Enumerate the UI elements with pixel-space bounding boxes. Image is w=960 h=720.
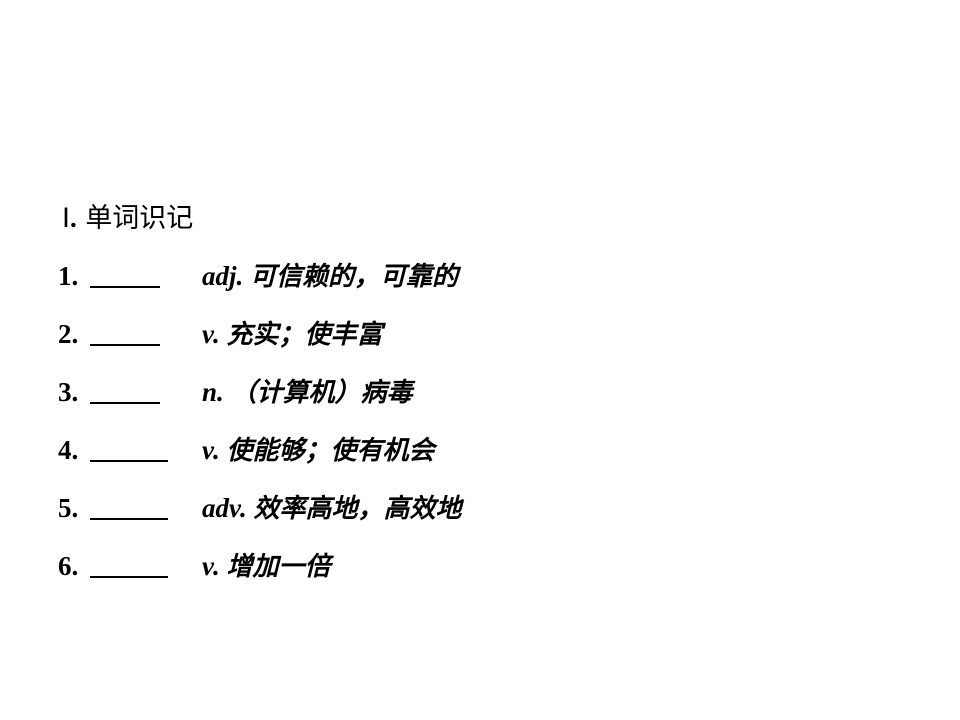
item-number: 5. [58, 493, 79, 523]
item-number: 3. [58, 377, 79, 407]
part-of-speech: adv. 效率高地，高效地 [202, 493, 462, 524]
answer-blank[interactable] [90, 518, 168, 520]
answer-blank[interactable] [90, 576, 168, 578]
answer-blank[interactable] [90, 460, 168, 462]
item-number: 6. [58, 551, 79, 581]
answer-blank[interactable] [90, 286, 160, 288]
part-of-speech: v. 使能够；使有机会 [202, 435, 435, 466]
answer-blank[interactable] [90, 344, 160, 346]
part-of-speech: n. （计算机）病毒 [202, 377, 413, 408]
vocab-list: 1. adj. 可信赖的，可靠的 2. v. 充实；使丰富 3. n. （计算机… [58, 256, 938, 604]
word-meaning: 可信赖的，可靠的 [250, 262, 459, 292]
vocab-item: 2. v. 充实；使丰富 [58, 314, 938, 372]
vocab-item: 5. adv. 效率高地，高效地 [58, 488, 938, 546]
section-separator: . [69, 203, 77, 233]
item-number: 1. [58, 261, 79, 291]
part-of-speech: adj. 可信赖的，可靠的 [202, 261, 459, 292]
part-of-speech: v. 充实；使丰富 [202, 319, 383, 350]
answer-blank[interactable] [90, 402, 160, 404]
item-number: 4. [58, 435, 79, 465]
section-numeral: Ⅰ [62, 203, 70, 233]
word-meaning: （计算机）病毒 [230, 378, 413, 408]
vocab-item: 1. adj. 可信赖的，可靠的 [58, 256, 938, 314]
section-heading: Ⅰ. 单词识记 [62, 198, 193, 239]
word-meaning: 充实；使丰富 [226, 320, 383, 350]
vocab-item: 3. n. （计算机）病毒 [58, 372, 938, 430]
vocab-item: 4. v. 使能够；使有机会 [58, 430, 938, 488]
item-number: 2. [58, 319, 79, 349]
part-of-speech: v. 增加一倍 [202, 551, 331, 582]
word-meaning: 增加一倍 [226, 552, 331, 582]
word-meaning: 使能够；使有机会 [226, 436, 435, 466]
vocab-item: 6. v. 增加一倍 [58, 546, 938, 604]
section-title: 单词识记 [85, 203, 194, 234]
word-meaning: 效率高地，高效地 [253, 494, 462, 524]
